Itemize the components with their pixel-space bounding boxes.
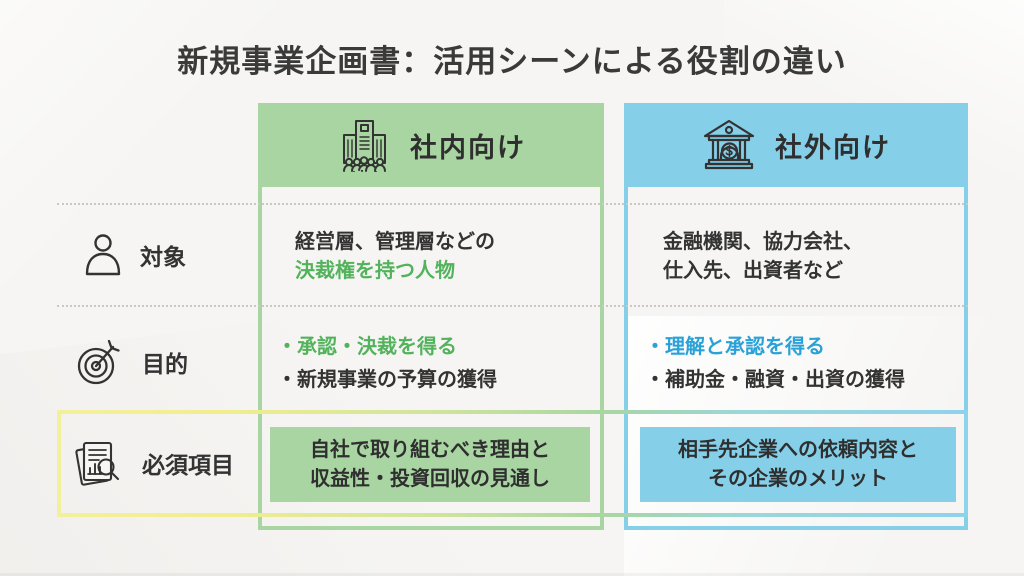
page-title: 新規事業企画書：活用シーンによる役割の違い — [177, 44, 847, 79]
required-internal-line2: 収益性・投資回収の見通し — [310, 467, 550, 490]
target-external-line1: 金融機関、協力会社、 — [663, 231, 863, 253]
office-building-icon — [343, 120, 386, 172]
row-label-purpose: 目的 — [74, 332, 188, 392]
target-internal-line1: 経営層、管理層などの — [295, 231, 495, 253]
row-label-target-text: 対象 — [140, 244, 186, 270]
required-external-line2: その企業のメリット — [708, 467, 888, 490]
internal-column-panel: 社内向け — [258, 103, 604, 530]
external-column-title: 社外向け — [775, 132, 891, 163]
purpose-external-bullet2: ・補助金・融資・出資の獲得 — [645, 369, 905, 391]
purpose-external-cell: ・理解と承認を得る ・補助金・融資・出資の獲得 — [645, 331, 905, 397]
required-internal-box: 自社で取り組むべき理由と 収益性・投資回収の見通し — [270, 427, 590, 502]
purpose-internal-bullet2: ・新規事業の予算の獲得 — [277, 369, 497, 391]
target-internal-line2: 決裁権を持つ人物 — [295, 260, 455, 282]
bottom-edge-shadow — [0, 573, 1024, 576]
row-label-purpose-text: 目的 — [142, 351, 188, 377]
row-separator — [57, 203, 968, 205]
target-external-line2: 仕入先、出資者など — [663, 260, 843, 282]
target-internal-cell: 経営層、管理層などの 決裁権を持つ人物 — [295, 228, 495, 286]
external-column-header: 社外向け — [624, 103, 968, 187]
person-icon — [85, 234, 121, 276]
internal-column-title: 社内向け — [410, 132, 526, 163]
required-external-line1: 相手先企業への依頼内容と — [678, 438, 918, 461]
row-separator — [57, 305, 968, 307]
purpose-internal-bullet1: ・承認・決裁を得る — [277, 336, 457, 358]
required-internal-line1: 自社で取り組むべき理由と — [310, 438, 550, 461]
bank-icon — [703, 119, 755, 170]
row-label-required-text: 必須項目 — [142, 452, 234, 478]
internal-column-header: 社内向け — [258, 103, 604, 187]
document-search-icon — [75, 441, 120, 486]
target-icon — [77, 339, 120, 385]
row-label-target: 対象 — [84, 225, 186, 285]
external-column-panel: 社外向け — [624, 103, 968, 530]
purpose-internal-cell: ・承認・決裁を得る ・新規事業の予算の獲得 — [277, 331, 497, 397]
required-external-box: 相手先企業への依頼内容と その企業のメリット — [640, 427, 956, 502]
target-external-cell: 金融機関、協力会社、 仕入先、出資者など — [663, 228, 863, 286]
purpose-external-bullet1: ・理解と承認を得る — [645, 336, 825, 358]
row-label-required: 必須項目 — [70, 432, 234, 494]
